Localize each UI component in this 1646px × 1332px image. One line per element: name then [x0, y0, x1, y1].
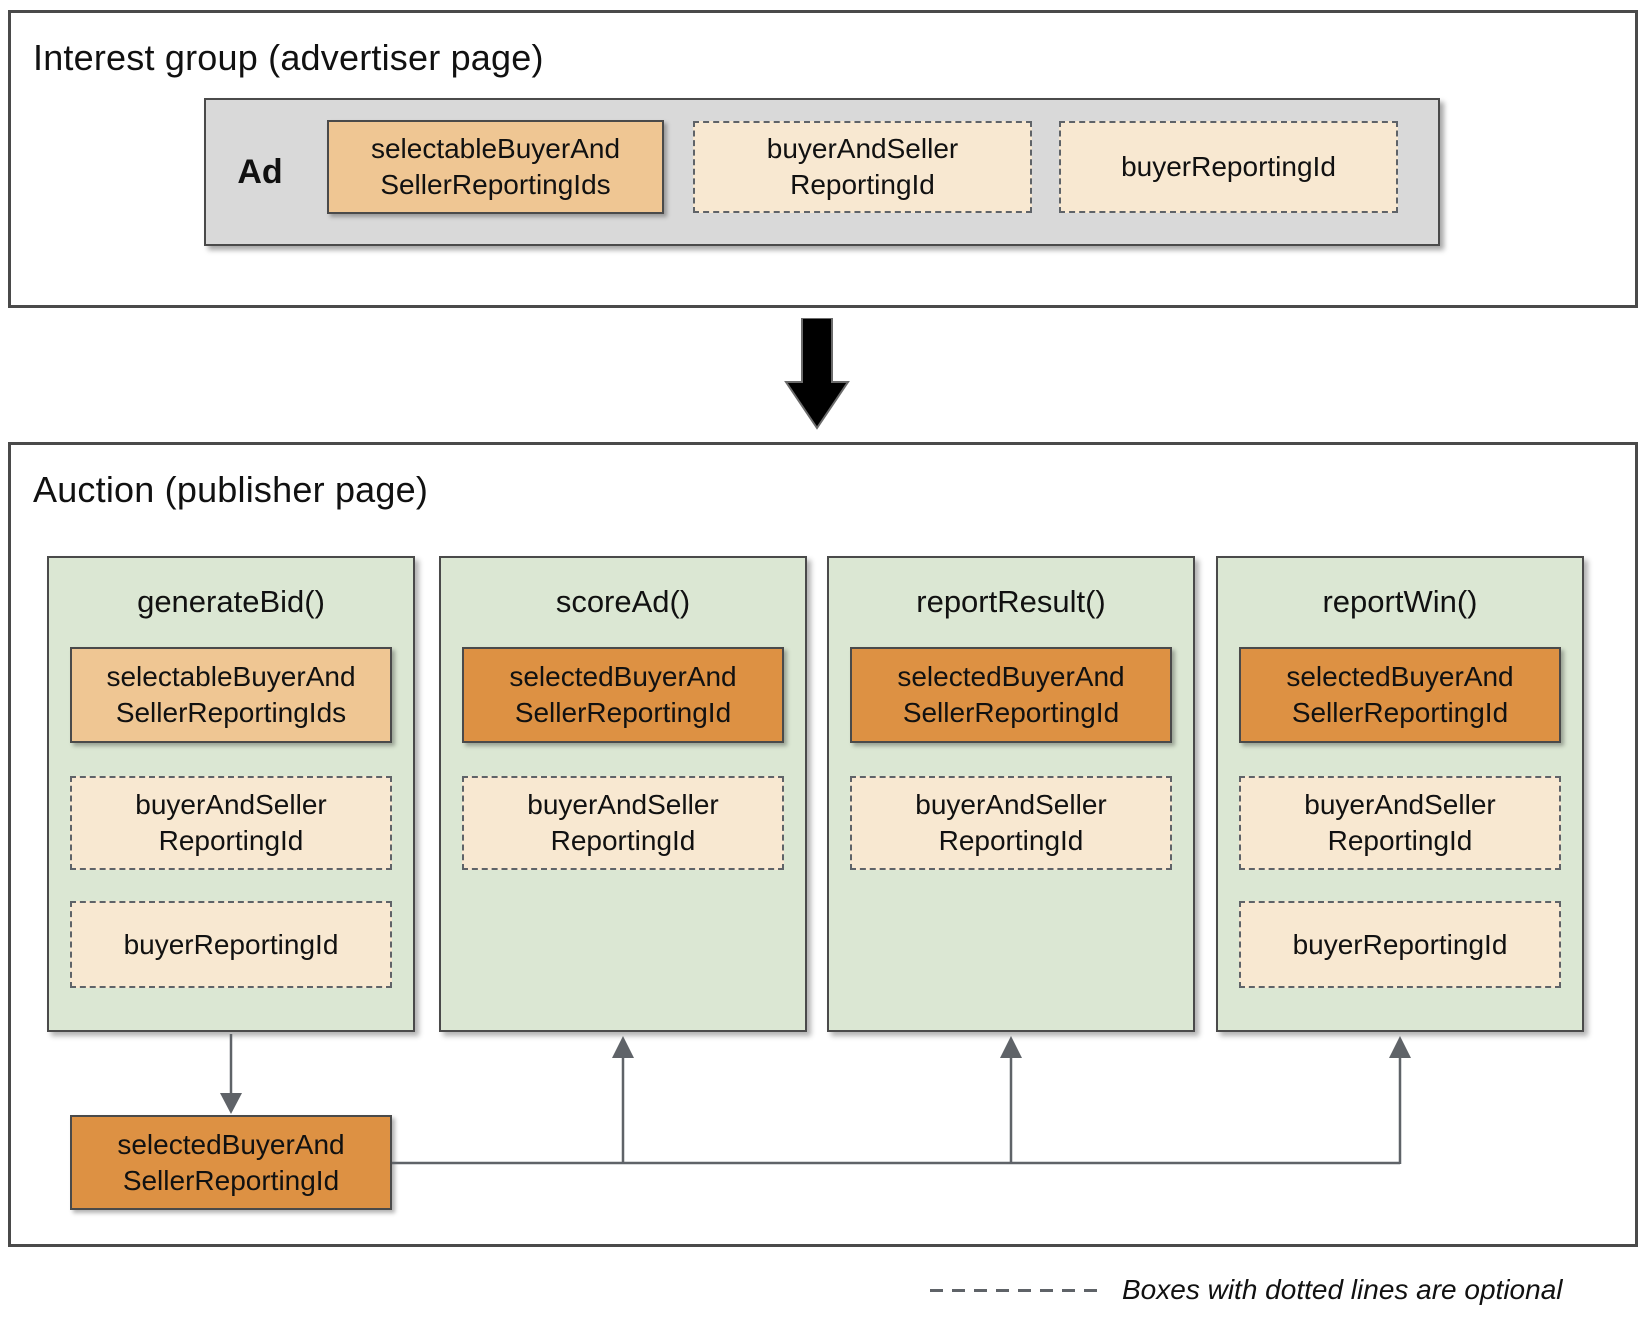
ig-selectable-buyer-and-seller-reporting-ids-box: selectableBuyerAnd SellerReportingIds	[327, 120, 664, 214]
scoread-title: scoreAd()	[555, 584, 691, 619]
column-reportresult: reportResult() selectedBuyerAnd SellerRe…	[827, 556, 1195, 1032]
column-reportwin: reportWin() selectedBuyerAnd SellerRepor…	[1216, 556, 1584, 1032]
generatebid-buyer-and-seller-reporting-id-box: buyerAndSeller ReportingId	[70, 776, 392, 870]
scoread-buyer-and-seller-reporting-id-box: buyerAndSeller ReportingId	[462, 776, 784, 870]
generatebid-buyer-reporting-id-box: buyerReportingId	[70, 901, 392, 988]
interest-group-title: Interest group (advertiser page)	[33, 37, 544, 78]
ig-buyer-reporting-id-box: buyerReportingId	[1059, 121, 1398, 213]
reportwin-title: reportWin()	[1322, 584, 1478, 619]
column-generatebid: generateBid() selectableBuyerAnd SellerR…	[47, 556, 415, 1032]
ig-buyer-and-seller-reporting-id-box: buyerAndSeller ReportingId	[693, 121, 1032, 213]
flow-down-arrow-shape	[784, 318, 850, 430]
reportwin-buyer-and-seller-reporting-id-box: buyerAndSeller ReportingId	[1239, 776, 1561, 870]
legend-dashed-line-sample	[930, 1289, 1102, 1292]
ad-label: Ad	[237, 152, 283, 191]
generatebid-selectable-buyer-and-seller-reporting-ids-box: selectableBuyerAnd SellerReportingIds	[70, 647, 392, 743]
reportwin-buyer-reporting-id-box: buyerReportingId	[1239, 901, 1561, 988]
flow-down-arrow	[784, 318, 850, 430]
reportresult-title: reportResult()	[916, 584, 1106, 619]
reportwin-selected-buyer-and-seller-reporting-id-box: selectedBuyerAnd SellerReportingId	[1239, 647, 1561, 743]
reportresult-buyer-and-seller-reporting-id-box: buyerAndSeller ReportingId	[850, 776, 1172, 870]
selected-buyer-and-seller-reporting-id-output-box: selectedBuyerAnd SellerReportingId	[70, 1115, 392, 1210]
auction-title: Auction (publisher page)	[33, 469, 429, 510]
generatebid-title: generateBid()	[137, 584, 325, 619]
column-scoread: scoreAd() selectedBuyerAnd SellerReporti…	[439, 556, 807, 1032]
legend-text: Boxes with dotted lines are optional	[1122, 1274, 1563, 1305]
scoread-selected-buyer-and-seller-reporting-id-box: selectedBuyerAnd SellerReportingId	[462, 647, 784, 743]
reportresult-selected-buyer-and-seller-reporting-id-box: selectedBuyerAnd SellerReportingId	[850, 647, 1172, 743]
